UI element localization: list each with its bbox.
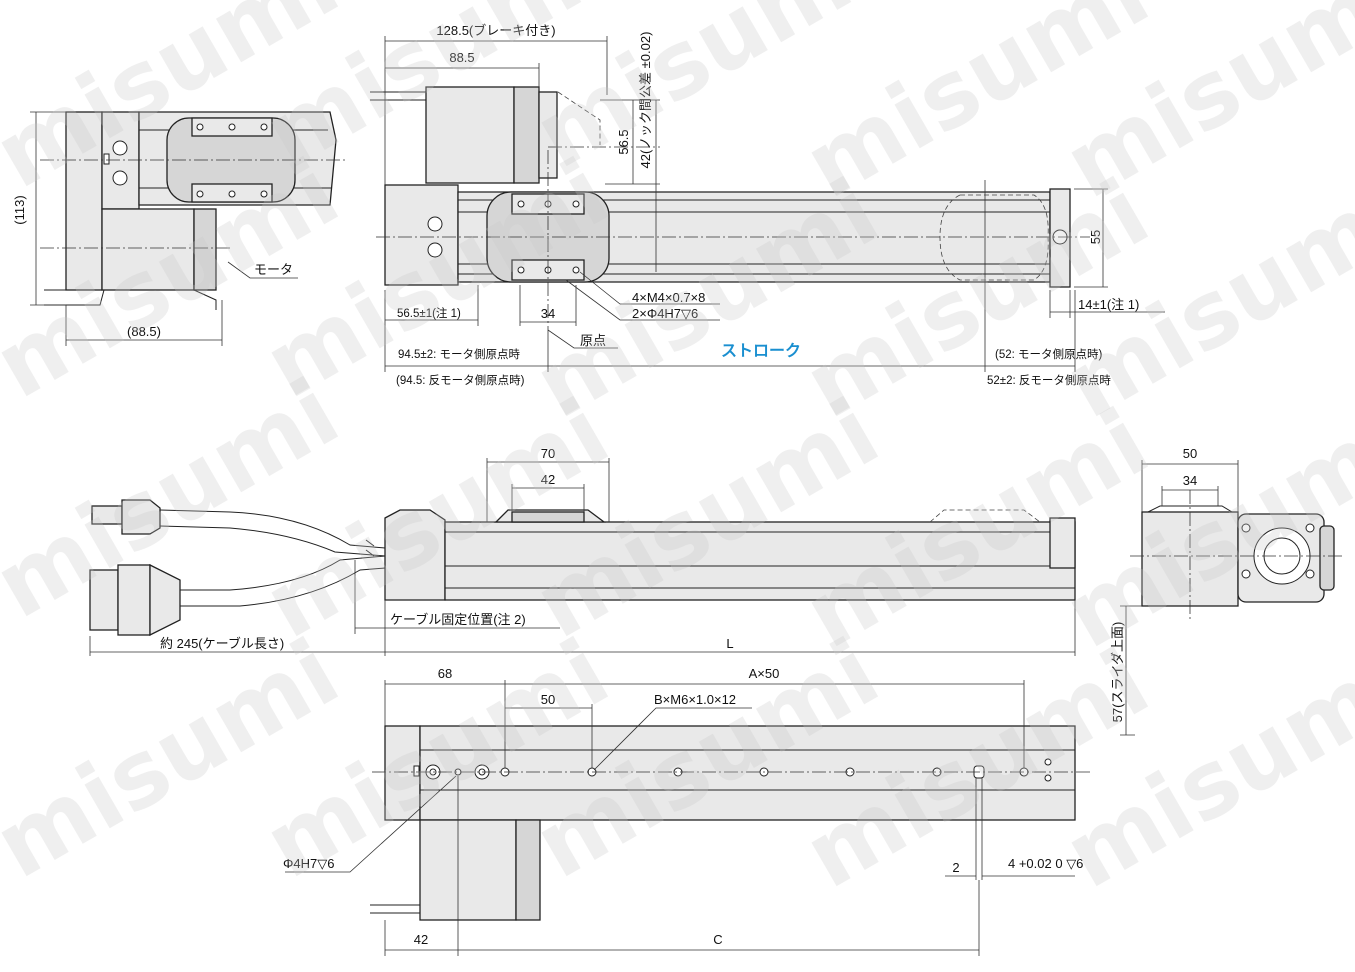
top-main-view: 128.5(ブレーキ付き) 88.5 56.5 42(ノック間公差 ±0.02)… [370, 23, 1165, 387]
slot-label: 4 +0.02 0 ▽6 [1008, 856, 1083, 871]
dim-56-5: 56.5 [616, 129, 631, 154]
dim-113: (113) [12, 195, 27, 224]
home-anti-motor-side: (94.5: 反モータ側原点時) [396, 374, 525, 387]
bottom-view: 68 A×50 50 B×M6×1.0×12 Φ4H7▽6 2 4 +0.02 … [283, 666, 1090, 956]
dim-L: L [726, 636, 733, 651]
bottom-dim-68: 68 [438, 666, 452, 681]
side-view: 70 42 ケーブル固定位置(注 2) 約 245(ケーブル長さ) L [89, 446, 1076, 656]
dim-128-5: 128.5(ブレーキ付き) [436, 23, 555, 38]
cable-length-label: 約 245(ケーブル長さ) [160, 636, 284, 651]
dim-88-5: 88.5 [449, 50, 474, 65]
bottom-dim-2: 2 [952, 860, 959, 875]
bottom-dim-42: 42 [414, 932, 428, 947]
stroke-label: ストローク [721, 342, 801, 360]
bottom-pin-label: Φ4H7▽6 [283, 856, 334, 871]
right-anti-motor-side: 52±2: 反モータ側原点時 [987, 374, 1111, 387]
end-dim-57: 57(スライダ上面) [1110, 622, 1125, 723]
motor-label: モータ [254, 262, 293, 277]
origin-label: 原点 [580, 333, 606, 348]
tapped-hole-label: 4×M4×0.7×8 [632, 290, 705, 305]
dim-55: 55 [1088, 230, 1103, 244]
dim-tolerance: 42(ノック間公差 ±0.02) [638, 32, 653, 169]
end-dim-34: 34 [1183, 473, 1197, 488]
thread-label: B×M6×1.0×12 [654, 692, 736, 707]
home-motor-side: 94.5±2: モータ側原点時 [398, 348, 520, 361]
cable-fix-label: ケーブル固定位置(注 2) [390, 612, 526, 627]
dim-34: 34 [541, 306, 555, 321]
bottom-dim-50: 50 [541, 692, 555, 707]
side-dim-42: 42 [541, 472, 555, 487]
bottom-dim-C: C [713, 932, 722, 947]
side-dim-70: 70 [541, 446, 555, 461]
end-dim-50: 50 [1183, 446, 1197, 461]
right-motor-side: (52: モータ側原点時) [995, 348, 1103, 361]
dim-88-5-left: (88.5) [127, 324, 161, 339]
top-left-view: (113) (88.5) モータ [12, 111, 345, 346]
bottom-dim-A: A×50 [749, 666, 780, 681]
pin-hole-label: 2×Φ4H7▽6 [632, 306, 698, 321]
end-view: 50 34 57(スライダ上面) [1110, 446, 1345, 736]
dim-56-5-note: 56.5±1(注 1) [397, 306, 461, 320]
dim-14: 14±1(注 1) [1078, 297, 1139, 312]
